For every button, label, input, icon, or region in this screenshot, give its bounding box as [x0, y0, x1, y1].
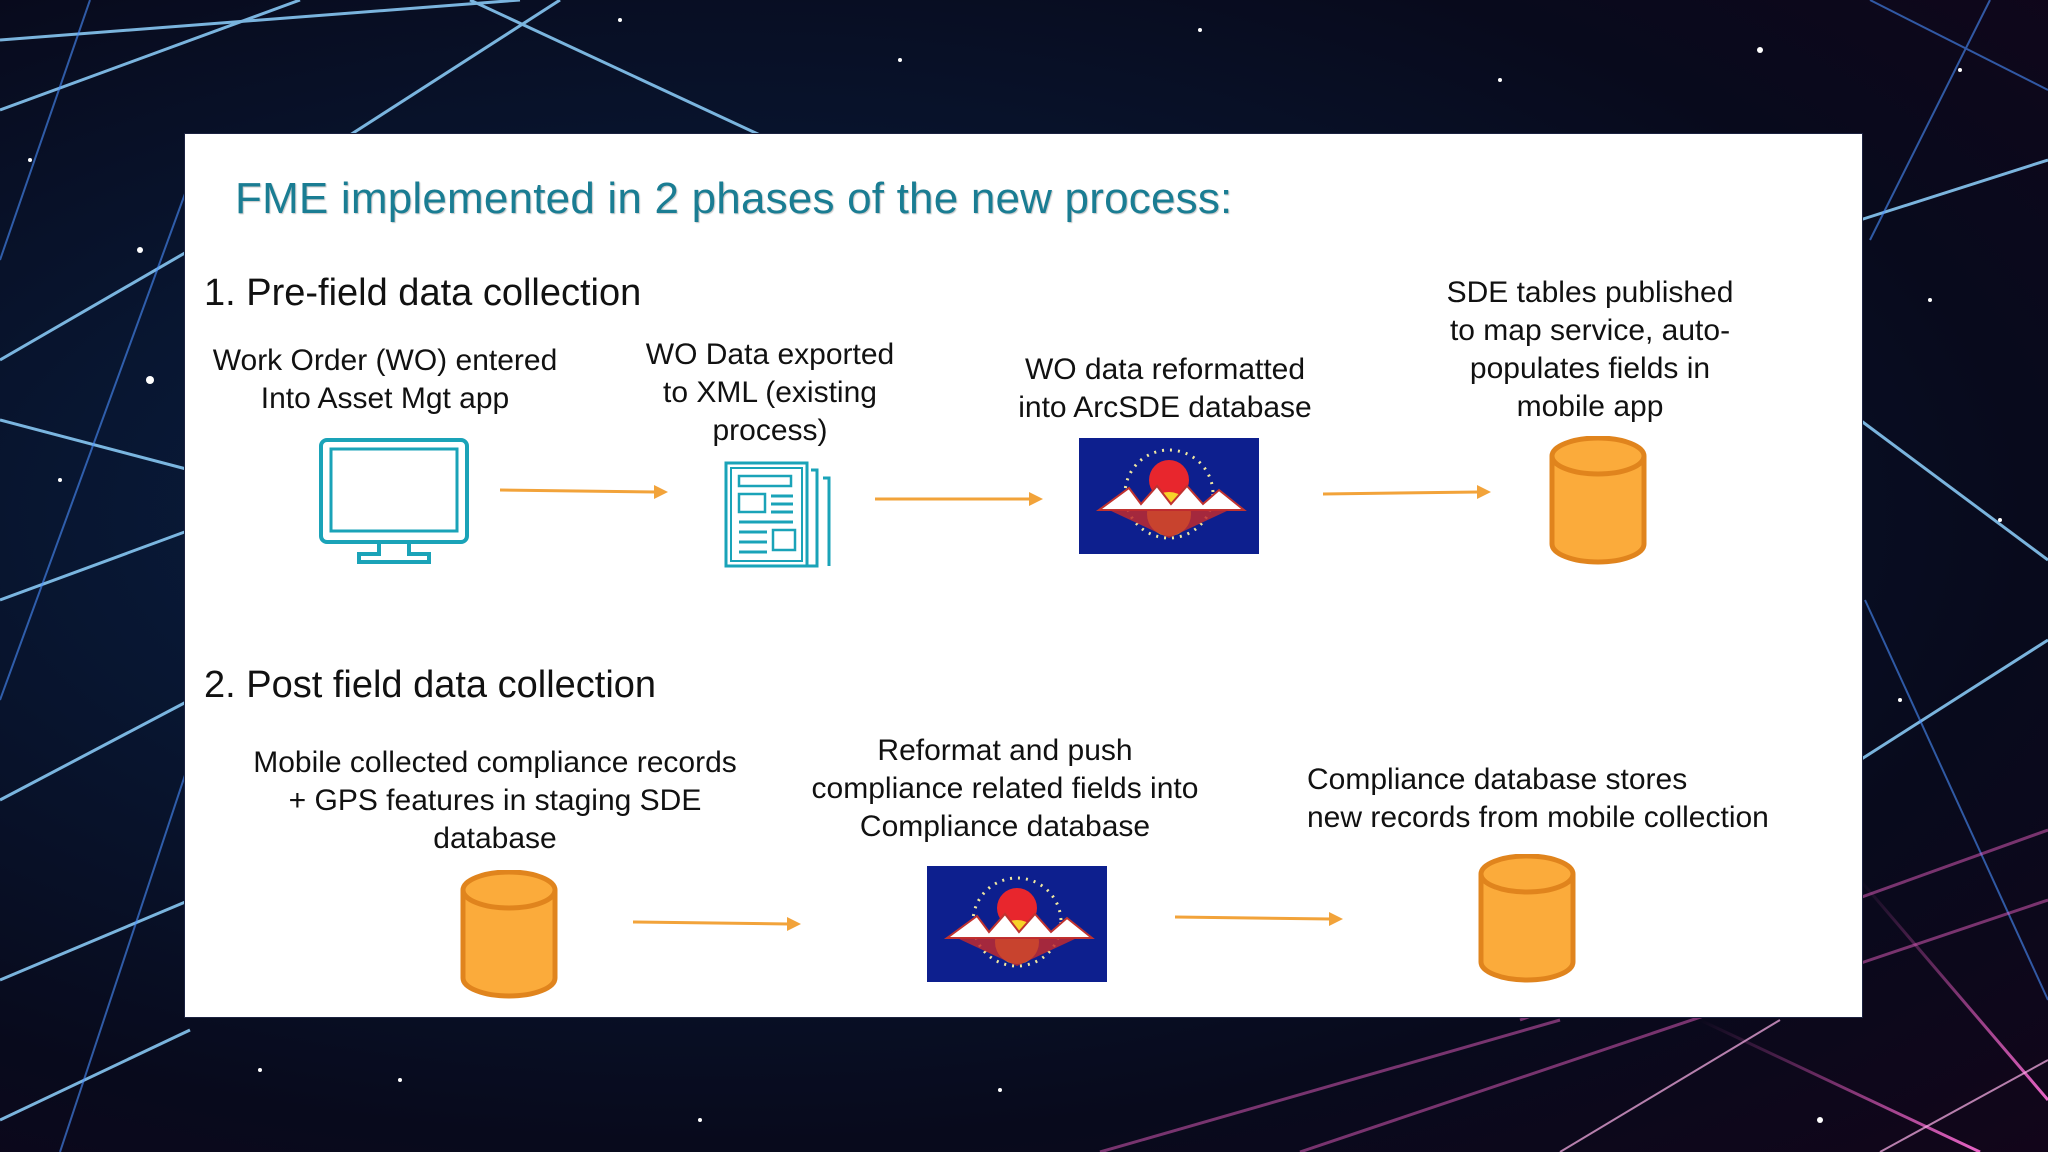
slide-title: FME implemented in 2 phases of the new p…	[235, 174, 1233, 223]
database-icon	[460, 870, 558, 999]
phase-2-step-2-label: Reformat and push compliance related fie…	[811, 734, 1199, 843]
computer-monitor-icon	[319, 438, 469, 564]
phase-1-step-2-label: WO Data exported to XML (existing proces…	[645, 338, 895, 447]
arrow-right-icon	[633, 917, 801, 931]
phase-1-step-1-label: Work Order (WO) entered Into Asset Mgt a…	[212, 344, 558, 415]
database-icon	[1478, 854, 1576, 983]
phase-1-step-3-label: WO data reformatted into ArcSDE database	[1018, 353, 1312, 424]
database-icon	[1549, 436, 1647, 565]
phase-2-step-3-label: Compliance database stores new records f…	[1307, 763, 1769, 834]
fme-logo	[927, 866, 1107, 982]
arrow-right-icon	[500, 485, 668, 499]
fme-logo	[1079, 438, 1259, 554]
phase-2-heading: 2. Post field data collection	[204, 664, 657, 706]
document-icon	[724, 461, 831, 568]
arrow-right-icon	[875, 492, 1043, 506]
arrow-right-icon	[1323, 485, 1491, 499]
arrow-right-icon	[1175, 912, 1343, 926]
slide-panel: FME implemented in 2 phases of the new p…	[184, 133, 1863, 1018]
phase-1-heading: 1. Pre-field data collection	[204, 272, 642, 314]
phase-1-step-4-label: SDE tables published to map service, aut…	[1446, 276, 1734, 423]
phase-2-step-1-label: Mobile collected compliance records + GP…	[253, 746, 737, 855]
